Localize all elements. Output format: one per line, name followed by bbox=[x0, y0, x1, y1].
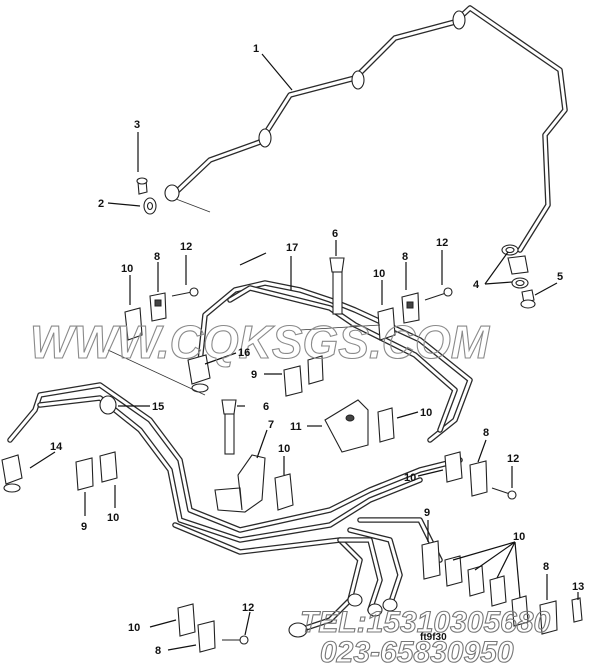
clamp-part-15 bbox=[99, 395, 117, 415]
clamp-half-part-10 bbox=[177, 603, 196, 637]
bracket-part-7 bbox=[214, 454, 266, 513]
callout-10g: 10 bbox=[513, 531, 525, 543]
plate-part-9 bbox=[421, 540, 441, 580]
plate-part-8 bbox=[539, 600, 558, 635]
bolt-part-12 bbox=[189, 287, 199, 297]
plate-part-9 bbox=[283, 365, 303, 397]
callout-12b: 12 bbox=[436, 237, 448, 249]
plate-part-8 bbox=[469, 460, 488, 497]
clamp-half-part-10 bbox=[274, 473, 294, 511]
callout-10e: 10 bbox=[107, 512, 119, 524]
callout-8d: 8 bbox=[543, 561, 549, 573]
nut-part-14 bbox=[1, 454, 23, 485]
bolt-part-12 bbox=[239, 635, 249, 645]
callout-12d: 12 bbox=[242, 602, 254, 614]
figure-label: ft9f30 bbox=[420, 632, 447, 643]
callout-1: 1 bbox=[253, 43, 259, 55]
callout-12a: 12 bbox=[180, 241, 192, 253]
clamps-and-brackets bbox=[75, 257, 583, 653]
clamp-half-part-10 bbox=[307, 355, 324, 385]
callout-5: 5 bbox=[557, 271, 563, 283]
callout-8c: 8 bbox=[483, 427, 489, 439]
callout-3: 3 bbox=[134, 119, 140, 131]
bolt-part-12 bbox=[443, 287, 453, 297]
callout-8e: 8 bbox=[155, 645, 161, 657]
callout-11: 11 bbox=[290, 421, 302, 433]
callout-7: 7 bbox=[268, 419, 274, 431]
plate-part-9 bbox=[75, 457, 94, 491]
screw-part-5 bbox=[521, 289, 535, 304]
callout-16: 16 bbox=[238, 347, 250, 359]
bolt-part-12 bbox=[507, 490, 517, 500]
callout-14: 14 bbox=[50, 441, 63, 453]
callout-4: 4 bbox=[473, 279, 480, 291]
callout-10b: 10 bbox=[373, 268, 385, 280]
banjo-fitting bbox=[136, 177, 157, 215]
fuel-line-part-1 bbox=[164, 5, 568, 253]
leader-lines bbox=[29, 53, 579, 651]
clamp-half-part-10 bbox=[377, 307, 396, 341]
callout-6a: 6 bbox=[332, 228, 338, 240]
callout-10f: 10 bbox=[404, 472, 416, 484]
watermark-phone: 023-65830950 bbox=[320, 636, 514, 667]
plate-part-8 bbox=[197, 620, 216, 653]
clamp-ring bbox=[351, 70, 365, 90]
callout-10c: 10 bbox=[420, 407, 432, 419]
nut-part-16 bbox=[187, 354, 211, 385]
callout-9c: 9 bbox=[424, 507, 430, 519]
fitting-nut bbox=[164, 184, 180, 202]
bolt-part-13 bbox=[571, 597, 583, 623]
callout-10h: 10 bbox=[128, 622, 140, 634]
callout-8a: 8 bbox=[154, 251, 160, 263]
clamp-half-part-10 bbox=[377, 407, 395, 443]
clamp-ring bbox=[452, 10, 466, 30]
callout-6b: 6 bbox=[263, 401, 269, 413]
callout-12c: 12 bbox=[507, 453, 519, 465]
callout-10d: 10 bbox=[278, 443, 290, 455]
clamp-half-part-10 bbox=[444, 451, 463, 483]
callout-9b: 9 bbox=[81, 521, 87, 533]
watermark-site: WWW.CQKSGS.COM bbox=[30, 316, 491, 368]
clamp-half-part-10 bbox=[99, 451, 118, 483]
clamp-ring bbox=[258, 128, 272, 148]
clamp-half-part-10 bbox=[124, 307, 143, 341]
callout-10a: 10 bbox=[121, 263, 133, 275]
bracket-part-11 bbox=[324, 399, 369, 453]
callout-9a: 9 bbox=[251, 369, 257, 381]
callout-17: 17 bbox=[286, 242, 298, 254]
callout-8b: 8 bbox=[402, 251, 408, 263]
callout-2: 2 bbox=[98, 198, 104, 210]
callout-15: 15 bbox=[152, 401, 164, 413]
callout-13: 13 bbox=[572, 581, 584, 593]
right-fittings bbox=[501, 244, 536, 309]
plate-part-8 bbox=[149, 292, 167, 322]
callout-numbers: 1 2 3 4 5 6 6 7 8 8 8 8 8 9 9 9 10 10 10… bbox=[50, 43, 584, 657]
watermark-tel: TEL:15310305680 bbox=[300, 606, 550, 639]
